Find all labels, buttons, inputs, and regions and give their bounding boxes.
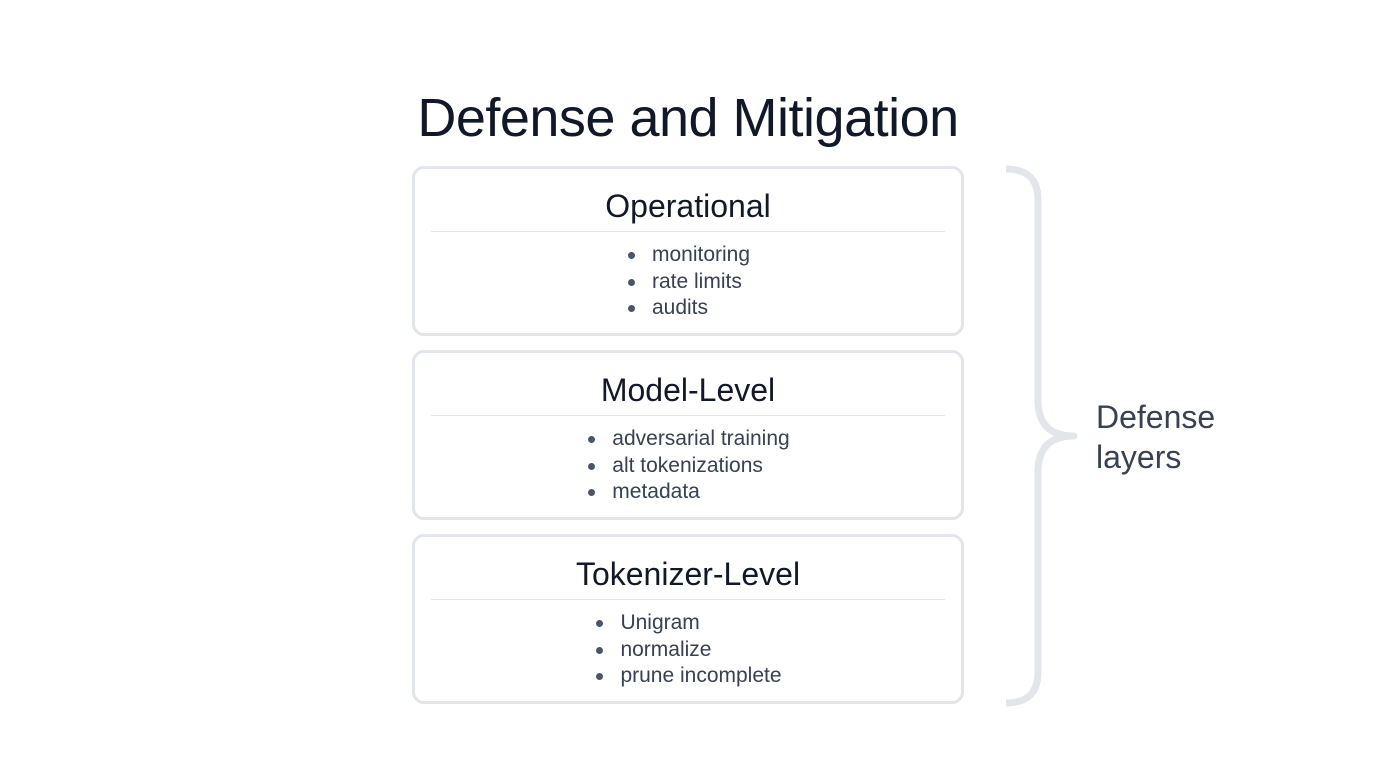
layer-item-list: monitoring rate limits audits	[415, 232, 961, 322]
list-item: Unigram	[594, 610, 781, 637]
divider	[431, 231, 945, 232]
layer-title: Tokenizer-Level	[575, 556, 801, 592]
bullet-icon	[627, 252, 635, 259]
bullet-icon	[588, 489, 596, 496]
bullet-icon	[596, 620, 604, 627]
layer-title: Operational	[605, 188, 771, 224]
list-item: normalize	[594, 637, 781, 664]
page-title: Defense and Mitigation	[417, 88, 959, 149]
layer-item-list: Unigram normalize prune incomplete	[415, 600, 961, 690]
defense-layers-stack: Operational monitoring rate limits audit…	[412, 166, 964, 718]
list-item: audits	[626, 295, 750, 322]
bullet-icon	[627, 305, 635, 312]
divider	[431, 415, 945, 416]
bullet-icon	[588, 436, 596, 443]
list-item: adversarial training	[586, 426, 790, 453]
bullet-icon	[596, 673, 604, 680]
brace-label: Defense layers	[1096, 399, 1216, 475]
layer-item-list: adversarial training alt tokenizations m…	[415, 416, 961, 506]
list-item: prune incomplete	[594, 663, 782, 690]
divider	[431, 599, 945, 600]
bullet-icon	[596, 646, 604, 654]
bullet-icon	[588, 462, 596, 470]
curly-brace-icon	[1005, 165, 1078, 707]
layer-card-tokenizer-level: Tokenizer-Level Unigram normalize prune …	[412, 534, 964, 704]
list-item: monitoring	[626, 242, 750, 269]
layer-card-operational: Operational monitoring rate limits audit…	[412, 166, 964, 336]
layer-title: Model-Level	[600, 372, 776, 408]
bullet-icon	[627, 278, 635, 286]
layer-card-model-level: Model-Level adversarial training alt tok…	[412, 350, 964, 520]
list-item: metadata	[586, 479, 789, 506]
list-item: rate limits	[626, 269, 750, 296]
list-item: alt tokenizations	[586, 453, 789, 480]
